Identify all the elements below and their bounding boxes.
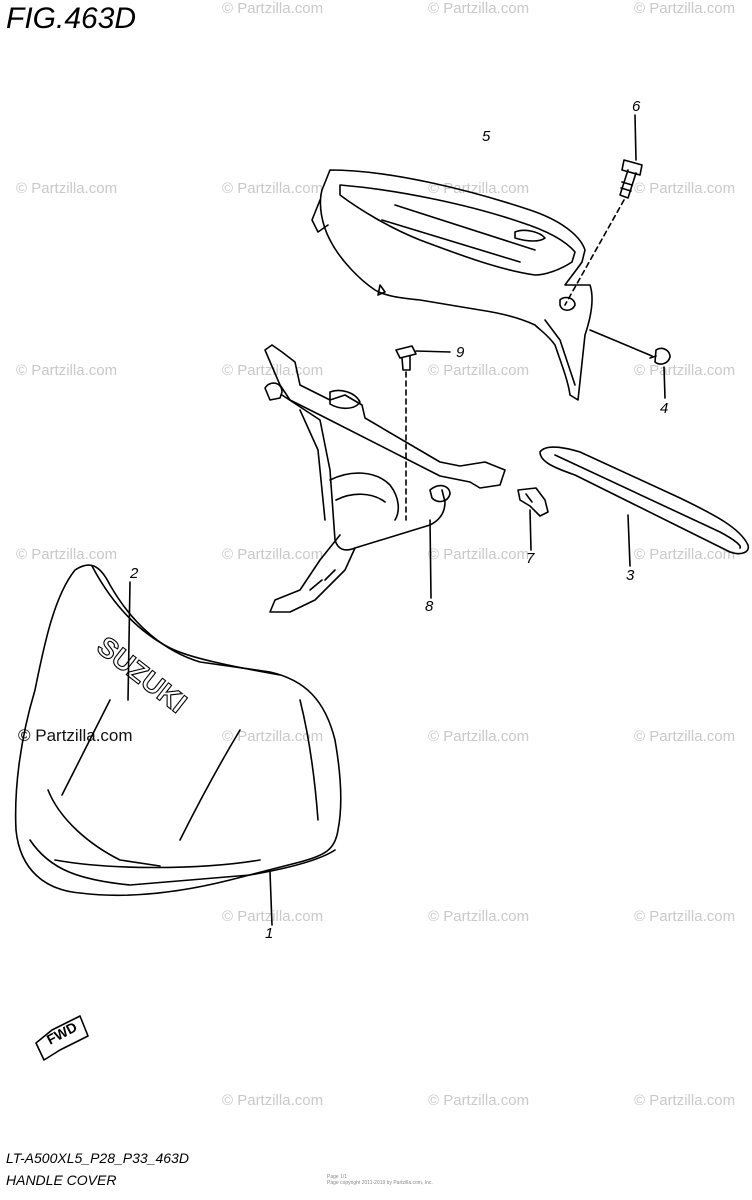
watermark: © Partzilla.com (16, 180, 118, 197)
watermark: © Partzilla.com (222, 546, 324, 563)
callout-part-6[interactable]: 6 (632, 98, 641, 115)
footer-copyright: Page copyright 2011-2019 by Partzilla.co… (327, 1180, 433, 1186)
watermark-prominent: © Partzilla.com (18, 726, 133, 745)
watermark: © Partzilla.com (634, 180, 736, 197)
watermark: © Partzilla.com (16, 362, 118, 379)
fwd-arrow (35, 1015, 89, 1061)
watermark: © Partzilla.com (428, 180, 530, 197)
part-3-strip (539, 446, 750, 567)
watermark: © Partzilla.com (222, 908, 324, 925)
part-5-upper-cover (311, 169, 593, 401)
watermark: © Partzilla.com (16, 546, 118, 563)
watermark: © Partzilla.com (634, 728, 736, 745)
watermark: © Partzilla.com (222, 180, 324, 197)
watermark: © Partzilla.com (634, 0, 736, 17)
callout-part-2[interactable]: 2 (130, 565, 139, 582)
model-code: LT-A500XL5_P28_P33_463D (6, 1150, 189, 1166)
watermark: © Partzilla.com (634, 362, 736, 379)
watermark: © Partzilla.com (634, 908, 736, 925)
part-6-screw (564, 114, 643, 306)
figure-title: FIG.463D (6, 2, 137, 35)
part-1-front-cover (14, 564, 342, 926)
watermark: © Partzilla.com (428, 362, 530, 379)
part-4-clip (589, 329, 671, 399)
callout-part-3[interactable]: 3 (626, 567, 635, 584)
callout-part-9[interactable]: 9 (456, 344, 465, 361)
figure-caption: HANDLE COVER (6, 1172, 117, 1188)
watermark: © Partzilla.com (428, 908, 530, 925)
watermark: © Partzilla.com (222, 728, 324, 745)
part-9-bolt (395, 345, 451, 521)
watermark: © Partzilla.com (428, 0, 530, 17)
callout-part-8[interactable]: 8 (425, 598, 434, 615)
callout-part-1[interactable]: 1 (265, 925, 274, 942)
callout-part-5[interactable]: 5 (482, 128, 491, 145)
callout-part-7[interactable]: 7 (526, 550, 535, 567)
watermark: © Partzilla.com (428, 546, 530, 563)
callout-part-4[interactable]: 4 (660, 400, 669, 417)
part-7-clip (517, 487, 549, 551)
footer-page-number: Page 1/1 (327, 1174, 348, 1180)
watermark: © Partzilla.com (428, 728, 530, 745)
watermark: © Partzilla.com (428, 1092, 530, 1109)
watermark: © Partzilla.com (634, 1092, 736, 1109)
watermark: © Partzilla.com (634, 546, 736, 563)
footer-fine-print: Page 1/1 Page copyright 2011-2019 by Par… (327, 1174, 433, 1186)
watermark: © Partzilla.com (222, 1092, 324, 1109)
watermark: © Partzilla.com (222, 0, 324, 17)
part-8-bracket (264, 344, 506, 613)
